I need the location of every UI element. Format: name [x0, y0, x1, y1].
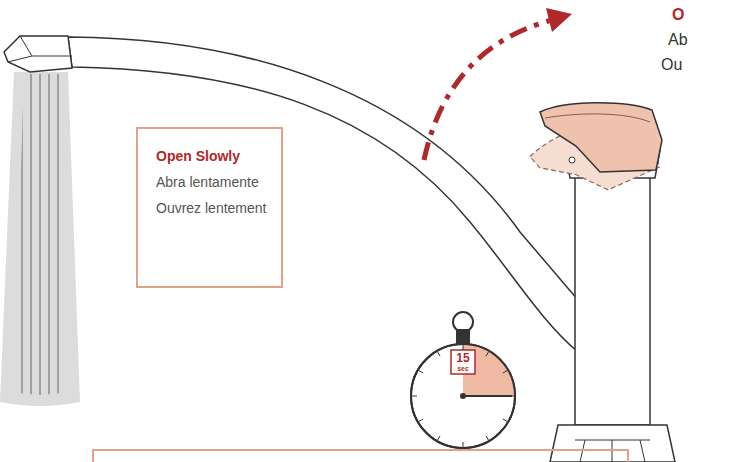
faucet-body	[550, 150, 675, 462]
stopwatch-tick	[412, 396, 417, 397]
stopwatch-tick	[438, 352, 441, 356]
lever-handle	[540, 103, 662, 172]
stopwatch-tick	[503, 419, 507, 422]
cut-heading: O	[672, 6, 684, 24]
stopwatch-tick	[419, 371, 423, 374]
stopwatch-tick	[503, 371, 507, 374]
note-frame	[93, 450, 628, 462]
cut-translation: Ou	[661, 56, 682, 74]
raised-lever-ghost	[527, 102, 666, 212]
lift-arrowhead	[546, 8, 572, 32]
instruction-translation: Ouvrez lentement	[156, 199, 267, 217]
instruction-translation: Abra lentamente	[156, 173, 267, 191]
timer-seconds: 15	[456, 352, 469, 366]
stopwatch-tick	[419, 419, 423, 422]
timer-unit: sec	[457, 365, 469, 373]
cut-translation: Ab	[668, 31, 688, 49]
stopwatch-tick	[438, 436, 441, 440]
stopwatch-tick	[486, 436, 489, 440]
spout	[4, 36, 578, 352]
instruction-heading: Open Slowly	[156, 147, 267, 165]
stream-lines	[14, 74, 66, 395]
callout-box: Open SlowlyAbra lentamenteOuvrez lenteme…	[136, 127, 283, 288]
water-stream	[0, 72, 80, 406]
stopwatch-tick	[463, 345, 464, 350]
stopwatch-tick	[463, 442, 464, 447]
stopwatch-tick	[509, 396, 514, 397]
stopwatch	[411, 312, 515, 448]
lift-arrow	[424, 20, 552, 160]
stopwatch-tick	[486, 352, 489, 356]
